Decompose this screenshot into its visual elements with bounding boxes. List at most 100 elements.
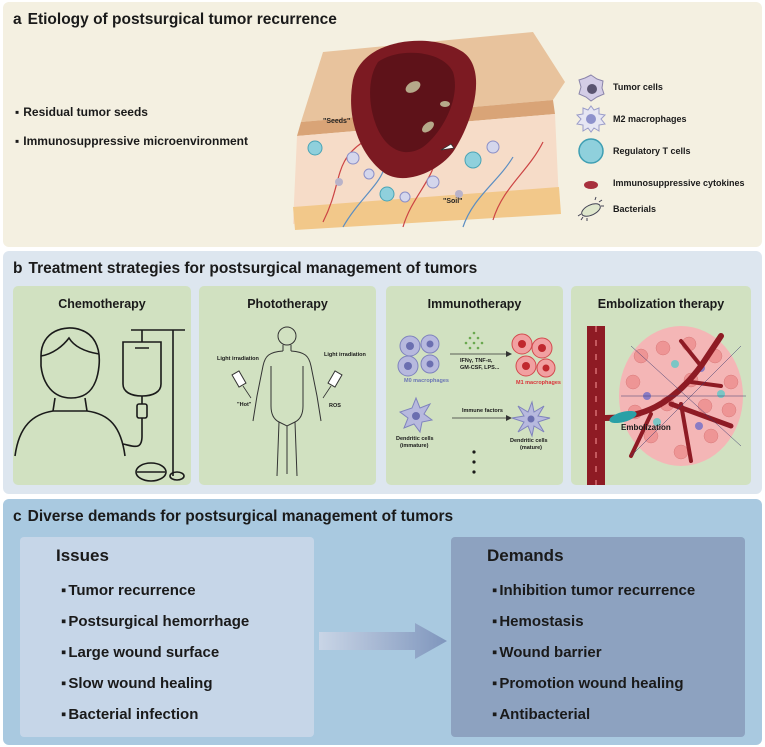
list-item: Tumor recurrence bbox=[61, 575, 249, 606]
list-item: Postsurgical hemorrhage bbox=[61, 606, 249, 637]
legend-regulatory-t-cells: Regulatory T cells bbox=[575, 136, 765, 166]
panel-b-letter: b bbox=[13, 260, 23, 277]
m1-macrophage-icon bbox=[511, 333, 556, 378]
card-chemotherapy-title: Chemotherapy bbox=[58, 297, 146, 311]
patient-neck-icon bbox=[52, 397, 88, 412]
embolization-label: Embolization bbox=[621, 423, 671, 432]
patient-head-icon bbox=[40, 327, 101, 399]
demands-title: Demands bbox=[487, 546, 564, 565]
m1-label: M1 macrophages bbox=[516, 380, 561, 386]
legend-label: M2 macrophages bbox=[613, 114, 687, 124]
m0-macrophage-icon bbox=[397, 334, 440, 377]
panel-c-title-text: Diverse demands for postsurgical managem… bbox=[27, 508, 454, 525]
macrophage bbox=[346, 151, 360, 165]
legend-m2-macrophages: M2 macrophages bbox=[575, 104, 765, 134]
card-phototherapy-title: Phototherapy bbox=[247, 297, 328, 311]
issues-title: Issues bbox=[56, 546, 109, 565]
legend-label: Regulatory T cells bbox=[613, 146, 691, 156]
embolization-illustration bbox=[587, 326, 746, 485]
card-chemotherapy: Chemotherapy bbox=[13, 286, 191, 485]
drip-chamber-icon bbox=[136, 403, 148, 419]
list-item: Large wound surface bbox=[61, 637, 249, 668]
vessel-blue bbox=[462, 156, 514, 228]
bacteria-marker bbox=[440, 143, 455, 151]
card-embolization: Embolization therapy bbox=[571, 286, 751, 485]
m0-label: M0 macrophages bbox=[404, 378, 449, 384]
cytokine-icon bbox=[584, 181, 598, 189]
dc-immature-label: Dendritic cells bbox=[396, 436, 434, 442]
list-item: Inhibition tumor recurrence bbox=[492, 575, 695, 606]
patient-hair-icon bbox=[40, 336, 100, 357]
tumor-seed bbox=[405, 81, 421, 93]
immune-factors-label: Immune factors bbox=[462, 408, 503, 414]
chemotherapy-illustration bbox=[14, 327, 185, 482]
card-immunotherapy-title: Immunotherapy bbox=[427, 297, 522, 311]
right-light-source-icon bbox=[322, 370, 343, 399]
vessel-red bbox=[322, 141, 364, 223]
legend-label: Immunosuppressive cytokines bbox=[613, 178, 745, 188]
dc-mature-label: Dendritic cells bbox=[510, 438, 548, 444]
tumor-seed bbox=[440, 101, 450, 107]
iv-bag-icon bbox=[122, 341, 162, 397]
iv-tube-icon bbox=[122, 418, 143, 448]
macrophage bbox=[399, 191, 411, 203]
pill-icon bbox=[169, 471, 185, 481]
macrophage bbox=[426, 175, 440, 189]
demands-list: Inhibition tumor recurrence Hemostasis W… bbox=[492, 575, 695, 730]
bacteria-icon bbox=[577, 196, 604, 221]
card-embolization-title: Embolization therapy bbox=[597, 297, 725, 311]
dendritic-cell-mature-icon bbox=[511, 400, 551, 438]
list-item: Promotion wound healing bbox=[492, 668, 695, 699]
ellipsis-icon bbox=[472, 450, 476, 474]
legend-bacterials: Bacterials bbox=[575, 194, 765, 224]
t-cell bbox=[379, 186, 395, 202]
panel-b-title-text: Treatment strategies for postsurgical ma… bbox=[28, 260, 478, 277]
stimuli-label-2: GM-CSF, LPS... bbox=[460, 365, 500, 371]
list-item: Bacterial infection bbox=[61, 699, 249, 730]
left-light-label: Light irradiation bbox=[217, 356, 259, 362]
tumor-seed bbox=[422, 121, 434, 133]
body-head-icon bbox=[277, 326, 297, 346]
panel-a-letter: a bbox=[13, 11, 22, 28]
list-item: Wound barrier bbox=[492, 637, 695, 668]
t-cell bbox=[464, 151, 482, 169]
card-immunotherapy: Immunotherapy bbox=[386, 286, 563, 485]
panel-diverse-demands: c Diverse demands for postsurgical manage… bbox=[3, 499, 762, 745]
dc-mature-sub: (mature) bbox=[520, 445, 543, 451]
list-item: Slow wound healing bbox=[61, 668, 249, 699]
t-cell bbox=[307, 140, 323, 156]
demands-box: Demands Inhibition tumor recurrence Hemo… bbox=[451, 537, 745, 737]
issues-box: Issues Tumor recurrence Postsurgical hem… bbox=[20, 537, 314, 737]
immunotherapy-illustration bbox=[397, 331, 556, 474]
macrophage-icon bbox=[575, 105, 607, 133]
tumor-cell-icon bbox=[578, 74, 605, 102]
panel-treatment-strategies: b Treatment strategies for postsurgical m… bbox=[3, 251, 762, 494]
tumor-cell bbox=[455, 190, 463, 198]
stimuli-dots-icon bbox=[464, 331, 484, 350]
fat-layer bbox=[293, 187, 561, 230]
arrow-right-icon bbox=[319, 623, 447, 659]
issues-list: Tumor recurrence Postsurgical hemorrhage… bbox=[61, 575, 249, 730]
macrophage bbox=[363, 168, 375, 180]
legend-cytokines: Immunosuppressive cytokines bbox=[575, 168, 765, 198]
macrophage bbox=[486, 140, 500, 154]
bullet-immunosuppressive: Immunosuppressive microenvironment bbox=[15, 134, 248, 148]
right-light-label: Light irradiation bbox=[324, 352, 366, 358]
list-item: Antibacterial bbox=[492, 699, 695, 730]
panel-c-title: c Diverse demands for postsurgical manage… bbox=[13, 508, 453, 526]
phototherapy-illustration bbox=[231, 326, 343, 477]
left-light-source-icon bbox=[231, 370, 252, 399]
main-blood-vessel bbox=[587, 326, 605, 485]
label-soil: "Soil" bbox=[443, 198, 462, 205]
tumor-core bbox=[370, 52, 455, 153]
hot-label: "Hot" bbox=[237, 402, 252, 408]
panel-c-letter: c bbox=[13, 508, 22, 525]
list-item: Hemostasis bbox=[492, 606, 695, 637]
tumor-cell bbox=[335, 178, 343, 186]
panel-b-title: b Treatment strategies for postsurgical m… bbox=[13, 260, 477, 278]
stimuli-label: IFNγ, TNF-α, bbox=[460, 358, 493, 364]
patient-body-icon bbox=[14, 410, 126, 457]
embolic-agent bbox=[609, 410, 637, 424]
legend-label: Tumor cells bbox=[613, 82, 663, 92]
